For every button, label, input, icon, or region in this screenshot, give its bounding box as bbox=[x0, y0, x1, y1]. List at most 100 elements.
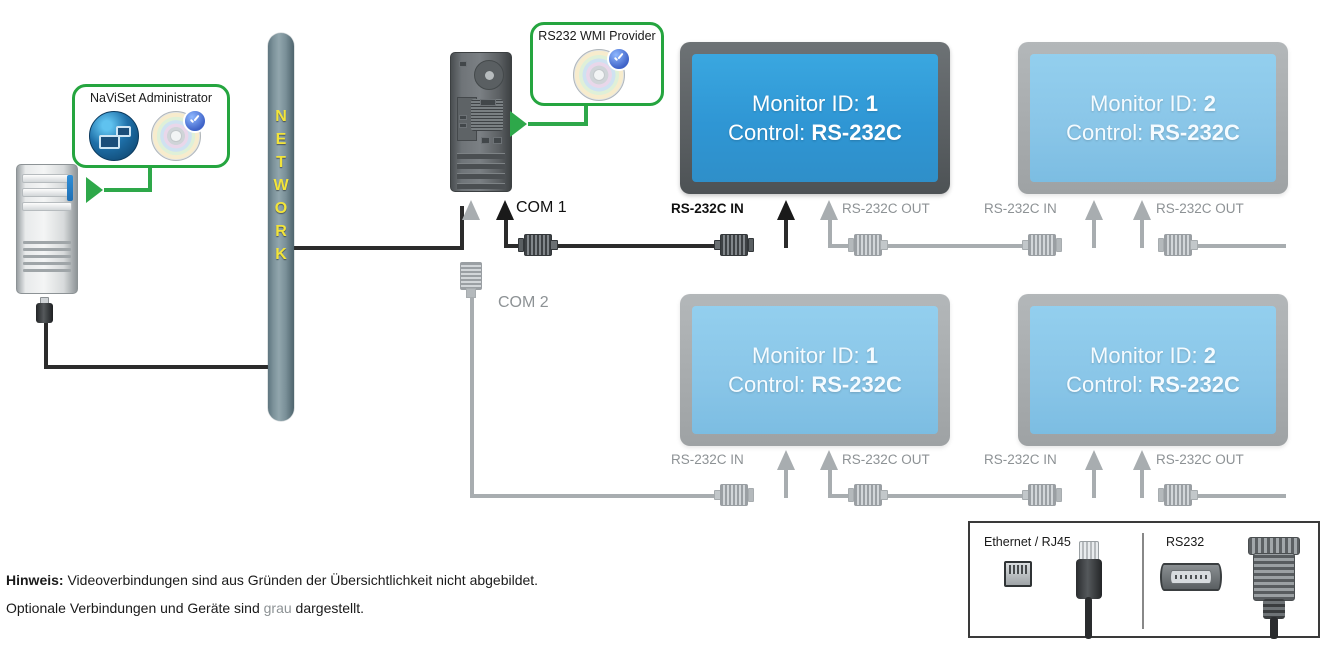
db9-connector-optional bbox=[848, 234, 888, 256]
port-label-bottom-in1: RS-232C IN bbox=[671, 452, 744, 467]
port-label-bottom-out1: RS-232C OUT bbox=[842, 452, 930, 467]
network-letter: E bbox=[275, 131, 287, 148]
network-letter: N bbox=[275, 108, 287, 125]
pc-tower-device bbox=[450, 52, 512, 192]
port-label-top-in1: RS-232C IN bbox=[671, 201, 744, 216]
legend-rs232-label: RS232 bbox=[1166, 535, 1205, 549]
db9-connector-com2 bbox=[460, 262, 482, 302]
monitor-id-line: Monitor ID: 1 bbox=[752, 341, 878, 370]
wire-bottom-out1-horizontal bbox=[828, 494, 850, 498]
monitor-control-line: Control: RS-232C bbox=[728, 370, 902, 399]
db9-connector-optional bbox=[848, 484, 888, 506]
wire-com2-bottom-run bbox=[470, 494, 716, 498]
monitor-control-line: Control: RS-232C bbox=[1066, 118, 1240, 147]
check-badge-icon bbox=[607, 47, 631, 71]
com1-label: COM 1 bbox=[516, 199, 567, 216]
rs232-plug-icon bbox=[1248, 537, 1300, 639]
footnote-gray-word: grau bbox=[263, 600, 292, 616]
port-label-bottom-in2: RS-232C IN bbox=[984, 452, 1057, 467]
monitor-id-label: Monitor ID: bbox=[1090, 343, 1198, 368]
server-device bbox=[16, 164, 78, 294]
callout-naviset-administrator: NaViSet Administrator bbox=[72, 84, 230, 168]
monitor-id-line: Monitor ID: 2 bbox=[1090, 89, 1216, 118]
check-badge-icon bbox=[183, 109, 207, 133]
monitor-id-line: Monitor ID: 1 bbox=[752, 89, 878, 118]
monitor-top-right[interactable]: Monitor ID: 2 Control: RS-232C bbox=[1018, 42, 1288, 194]
db9-port-icon bbox=[1160, 563, 1222, 591]
arrow-bottom-out1 bbox=[820, 450, 838, 470]
footnote: Hinweis: Videoverbindungen sind aus Grün… bbox=[6, 566, 706, 622]
monitor-id-label: Monitor ID: bbox=[1090, 91, 1198, 116]
wire-bottom-out2-riser bbox=[1140, 464, 1144, 498]
legend-ethernet-label: Ethernet / RJ45 bbox=[984, 535, 1071, 549]
port-label-top-out1: RS-232C OUT bbox=[842, 201, 930, 216]
network-letter: T bbox=[276, 154, 286, 171]
monitor-screen: Monitor ID: 1 Control: RS-232C bbox=[692, 306, 938, 434]
monitor-id-value: 2 bbox=[1203, 91, 1216, 116]
wire-monitor1-in-riser bbox=[784, 214, 788, 248]
monitor-screen: Monitor ID: 2 Control: RS-232C bbox=[1030, 306, 1276, 434]
monitor-id-label: Monitor ID: bbox=[752, 343, 860, 368]
monitor-id-label: Monitor ID: bbox=[752, 91, 860, 116]
monitor-control-line: Control: RS-232C bbox=[728, 118, 902, 147]
server-rj45-plug bbox=[36, 297, 53, 323]
db9-connector bbox=[518, 234, 558, 256]
monitor-control-label: Control: bbox=[1066, 120, 1144, 145]
db9-connector bbox=[714, 234, 754, 256]
wire-bottom-out1-riser bbox=[828, 464, 832, 498]
db9-connector-optional bbox=[1022, 234, 1062, 256]
wire-network-to-pc bbox=[290, 246, 464, 250]
com2-label: COM 2 bbox=[498, 294, 549, 311]
monitor-control-label: Control: bbox=[728, 372, 806, 397]
network-letter: W bbox=[273, 177, 289, 194]
pc-fan-icon bbox=[474, 60, 504, 90]
arrow-top-out1 bbox=[820, 200, 838, 220]
monitor-id-line: Monitor ID: 2 bbox=[1090, 341, 1216, 370]
network-bar: N E T W O R K bbox=[268, 33, 294, 421]
callout-rs232wmi-arrow-run bbox=[528, 122, 588, 126]
db9-connector-optional bbox=[1158, 484, 1198, 506]
arrow-bottom-out2 bbox=[1133, 450, 1151, 470]
monitor-control-value: RS-232C bbox=[1149, 120, 1240, 145]
wire-top-in2-riser bbox=[1092, 214, 1096, 248]
footnote-line1-rest: Videoverbindungen sind aus Gründen der Ü… bbox=[63, 572, 539, 588]
network-letter: O bbox=[274, 200, 288, 217]
wire-top-out1-horizontal bbox=[828, 244, 850, 248]
wire-com1-horizontal bbox=[504, 244, 520, 248]
callout-rs232wmi-arrow-stem bbox=[584, 106, 588, 124]
callout-naviset-arrow-run bbox=[104, 188, 152, 192]
wire-bottom-mid bbox=[886, 494, 1026, 498]
arrow-com1 bbox=[496, 200, 514, 220]
monitor-screen: Monitor ID: 2 Control: RS-232C bbox=[1030, 54, 1276, 182]
arrow-bottom-in1 bbox=[777, 450, 795, 470]
server-status-led bbox=[67, 175, 73, 201]
monitor-screen: Monitor ID: 1 Control: RS-232C bbox=[692, 54, 938, 182]
monitor-id-value: 1 bbox=[865, 91, 878, 116]
monitor-id-value: 2 bbox=[1203, 343, 1216, 368]
db9-connector-optional bbox=[1158, 234, 1198, 256]
monitor-bottom-right[interactable]: Monitor ID: 2 Control: RS-232C bbox=[1018, 294, 1288, 446]
wire-com1-to-monitor1 bbox=[556, 244, 716, 248]
callout-rs232wmi-arrowhead bbox=[510, 111, 544, 137]
wire-server-network-horizontal bbox=[44, 365, 272, 369]
arrow-com2 bbox=[462, 200, 480, 220]
wire-com1-riser bbox=[504, 214, 508, 248]
callout-rs232-wmi-provider: RS232 WMI Provider bbox=[530, 22, 664, 106]
footnote-line2-a: Optionale Verbindungen und Geräte sind bbox=[6, 600, 264, 616]
arrow-top-in2 bbox=[1085, 200, 1103, 220]
wire-top-out2-riser bbox=[1140, 214, 1144, 248]
monitor-top-left[interactable]: Monitor ID: 1 Control: RS-232C bbox=[680, 42, 950, 194]
footnote-line2-b: dargestellt. bbox=[291, 600, 365, 616]
db9-connector-optional bbox=[714, 484, 754, 506]
callout-naviset-label: NaViSet Administrator bbox=[89, 91, 213, 105]
arrow-bottom-in2 bbox=[1085, 450, 1103, 470]
callout-naviset-arrow-stem bbox=[148, 168, 152, 190]
wire-server-to-network bbox=[44, 322, 48, 368]
monitor-bottom-left[interactable]: Monitor ID: 1 Control: RS-232C bbox=[680, 294, 950, 446]
monitor-id-value: 1 bbox=[865, 343, 878, 368]
callout-naviset-arrowhead bbox=[86, 177, 120, 203]
port-label-top-in2: RS-232C IN bbox=[984, 201, 1057, 216]
arrow-top-in1 bbox=[777, 200, 795, 220]
wire-bottom-in1-riser bbox=[784, 464, 788, 498]
